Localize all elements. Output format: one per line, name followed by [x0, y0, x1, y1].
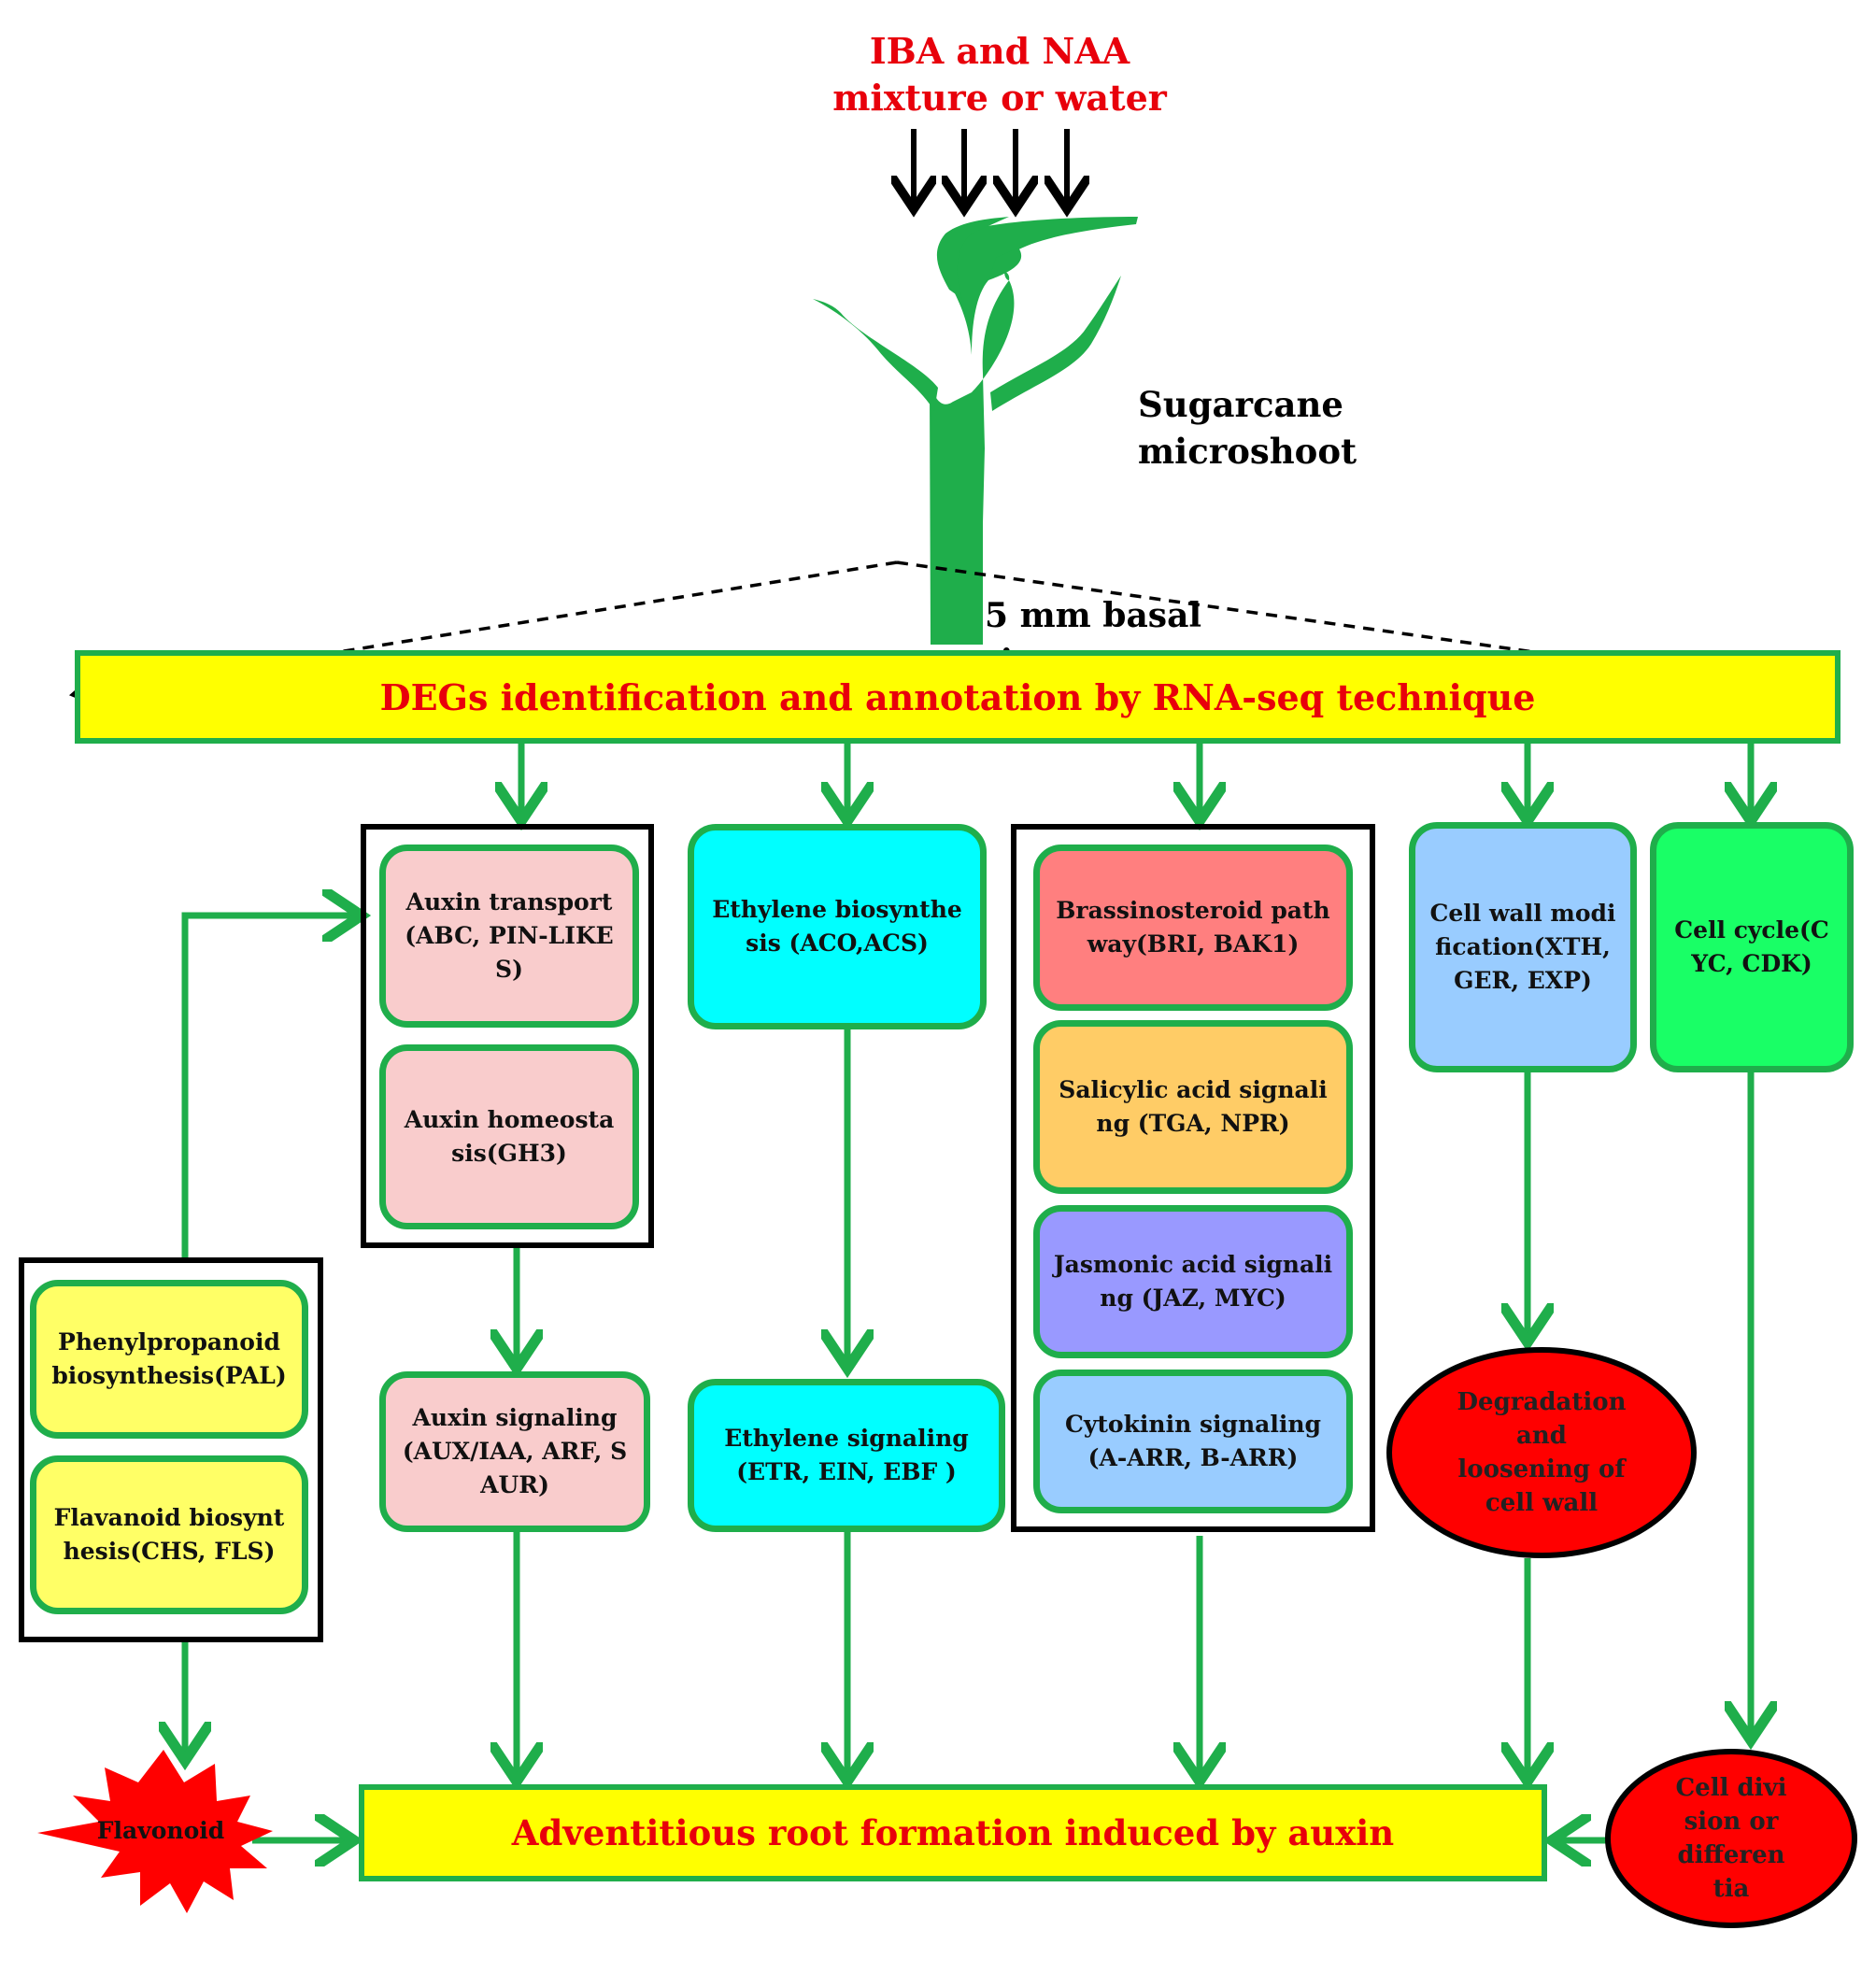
flavanoid-box: Flavanoid biosynthesis(CHS, FLS) — [30, 1455, 308, 1614]
cell-wall-degradation-ellipse: Degradation and loosening of cell wall — [1386, 1347, 1697, 1558]
flavonoid-path-arrows — [185, 916, 355, 1754]
degs-to-categories-arrows — [521, 744, 1751, 815]
degs-identification-bar: DEGs identification and annotation by RN… — [75, 650, 1840, 744]
auxin-signaling-box: Auxin signaling (AUX/IAA, ARF, SAUR) — [379, 1371, 650, 1532]
flavonoid-group-frame — [19, 1257, 323, 1642]
ethylene-signaling-box: Ethylene signaling (ETR, EIN, EBF ) — [688, 1379, 1005, 1532]
brassinosteroid-box: Brassinosteroid pathway(BRI, BAK1) — [1033, 845, 1353, 1011]
auxin-homeostasis-box: Auxin homeostasis(GH3) — [379, 1044, 639, 1229]
adventitious-root-bar: Adventitious root formation induced by a… — [359, 1784, 1547, 1881]
cell-division-ellipse: Cell division or differentia — [1605, 1749, 1857, 1928]
hormone-group-frame — [1011, 824, 1375, 1532]
flavonoid-label: Flavonoid — [96, 1817, 225, 1844]
mid-arrows — [517, 1029, 1751, 1734]
cell-wall-modification-box: Cell wall modification(XTH, GER, EXP) — [1409, 822, 1637, 1072]
cell-cycle-box: Cell cycle(CYC, CDK) — [1650, 822, 1854, 1072]
auxin-transport-box: Auxin transport(ABC, PIN-LIKES) — [379, 845, 639, 1028]
treatment-arrows — [914, 129, 1067, 204]
phenylpropanoid-box: Phenylpropanoid biosynthesis(PAL) — [30, 1280, 308, 1439]
salicylic-acid-box: Salicylic acid signaling (TGA, NPR) — [1033, 1020, 1353, 1194]
auxin-group-frame — [361, 824, 654, 1248]
ethylene-biosynthesis-box: Ethylene biosynthesis (ACO,ACS) — [688, 824, 987, 1029]
treatment-label: IBA and NAA mixture or water — [832, 30, 1167, 119]
sugarcane-microshoot-icon — [813, 217, 1138, 645]
sugarcane-microshoot-label: Sugarcane microshoot — [1138, 384, 1357, 472]
jasmonic-acid-box: Jasmonic acid signaling (JAZ, MYC) — [1033, 1205, 1353, 1358]
degs-identification-text: DEGs identification and annotation by RN… — [379, 675, 1536, 718]
flavonoid-starburst-shape — [37, 1750, 273, 1913]
to-adventitious-root-arrows — [252, 1532, 1613, 1840]
cytokinin-box: Cytokinin signaling (A-ARR, B-ARR) — [1033, 1370, 1353, 1513]
adventitious-root-text: Adventitious root formation induced by a… — [511, 1812, 1395, 1853]
